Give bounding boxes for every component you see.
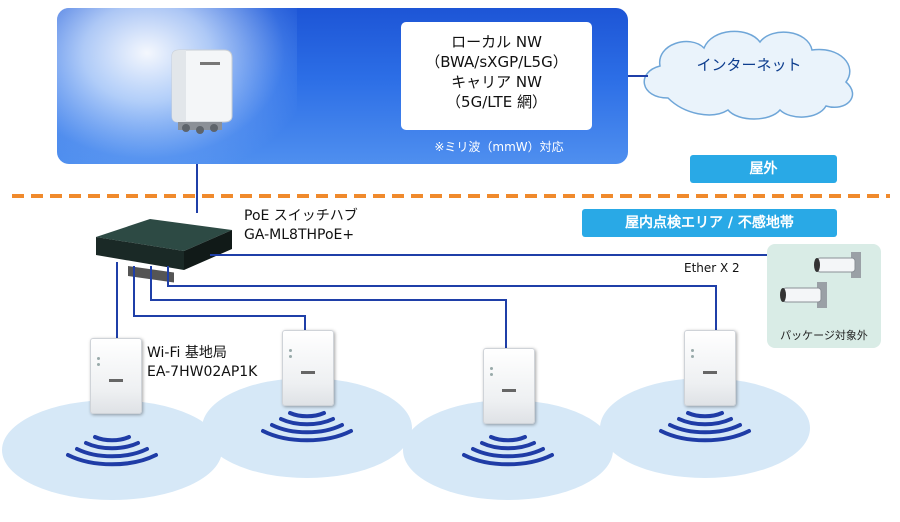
access-point-label-line1: Wi-Fi 基地局 [147, 345, 227, 361]
access-point-4 [684, 330, 736, 406]
carrier-nw-label: キャリア NW [451, 73, 542, 91]
ether-label: Ether X 2 [684, 261, 740, 275]
wifi-signal-1 [66, 435, 158, 467]
coverage-areas [2, 378, 810, 500]
switch-model: GA-ML8THPoE+ [244, 227, 355, 243]
internet-cloud [643, 30, 854, 120]
camera-icon-2 [780, 282, 827, 308]
wifi-signals [66, 411, 751, 467]
switch-cables [116, 254, 767, 350]
wifi-signal-2 [261, 411, 353, 443]
carrier-nw-types: （5G/LTE 網） [446, 93, 547, 111]
access-point-model: EA-7HW02AP1K [147, 364, 258, 380]
local-nw-label: ローカル NW [451, 33, 542, 51]
switch-label-line1: PoE スイッチハブ [244, 208, 358, 224]
coverage-area-4 [600, 378, 810, 478]
access-point-label: Wi-Fi 基地局 EA-7HW02AP1K [147, 344, 257, 382]
wifi-signal-3 [462, 435, 554, 467]
access-point-1 [90, 338, 142, 414]
access-point-3 [483, 348, 535, 424]
camera-icon-1 [814, 252, 861, 278]
outdoor-tag: 屋外 [690, 155, 837, 183]
mmw-support-note: ※ミリ波（mmW）対応 [434, 140, 564, 154]
camera-package-box [767, 244, 881, 348]
camera-caption: パッケージ対象外 [780, 329, 868, 342]
local-nw-types: （BWA/sXGP/L5G） [425, 53, 568, 71]
outdoor-radio-unit-icon [171, 49, 233, 134]
network-info-box: ローカル NW （BWA/sXGP/L5G） キャリア NW （5G/LTE 網… [401, 22, 592, 130]
switch-label: PoE スイッチハブ GA-ML8THPoE+ [244, 207, 358, 245]
poe-switch-device [96, 219, 232, 283]
indoor-area-tag: 屋内点検エリア / 不感地帯 [582, 209, 837, 237]
access-point-2 [282, 330, 334, 406]
camera-icons [780, 252, 861, 308]
internet-label: インターネット [696, 56, 802, 74]
coverage-area-2 [202, 378, 412, 478]
wifi-signal-4 [659, 411, 751, 443]
